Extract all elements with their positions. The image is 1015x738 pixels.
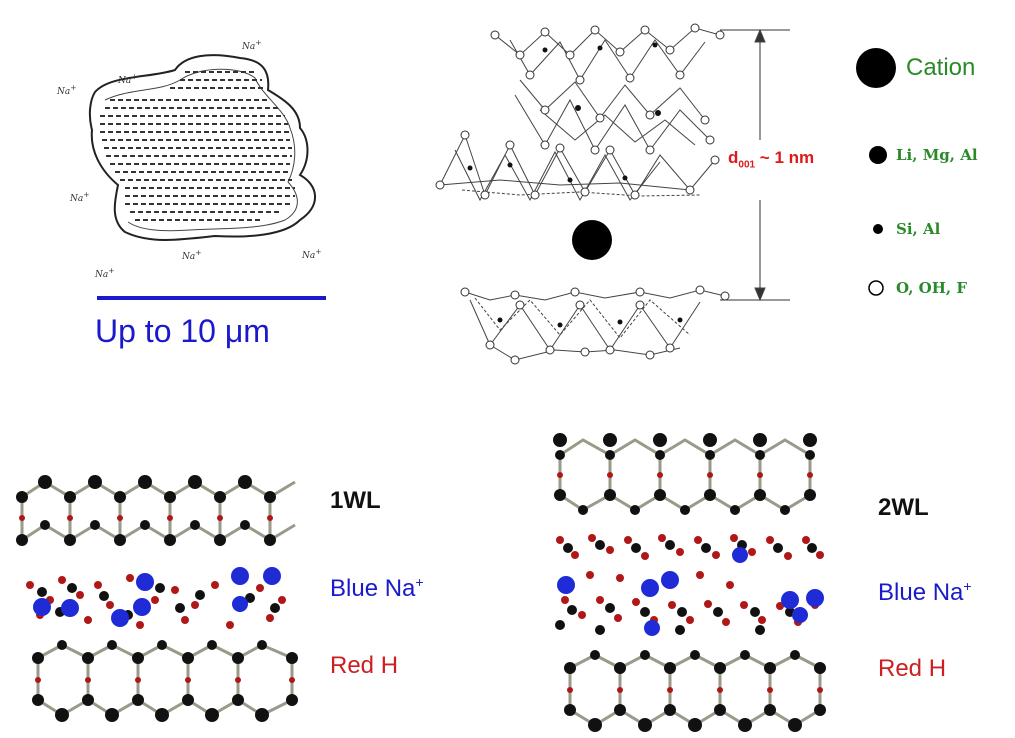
na-ion-label: Na+ [242, 38, 262, 52]
legend-anion-symbol [868, 280, 884, 296]
legend-octahedral-symbol [869, 146, 887, 164]
na-ion-label: Na+ [95, 266, 115, 280]
panel-1wl-title: 1WL [330, 487, 381, 514]
na-ion-label: Na+ [70, 190, 90, 204]
legend-anion-label: O, OH, F [896, 279, 967, 297]
panel-2wl-title: 2WL [878, 494, 929, 521]
legend-tetrahedral-label: Si, Al [896, 220, 941, 238]
na-ion-label: Na+ [302, 247, 322, 261]
anion-atoms [435, 23, 730, 365]
interlayer-cation [572, 220, 612, 260]
cation-dots [467, 42, 683, 328]
na-ion-label: Na+ [182, 248, 202, 262]
panel-2wl-na-label: Blue Na+ [878, 578, 972, 606]
legend-cation-symbol [856, 48, 896, 88]
legend-octahedral-label: Li, Mg, Al [896, 146, 978, 164]
panel-1wl-na-label: Blue Na+ [330, 574, 424, 602]
model-1wl [16, 475, 298, 722]
clay-particle-drawing [88, 54, 316, 241]
interlayer-spacing-label: d001 ~ 1 nm [728, 148, 815, 171]
legend-tetrahedral-symbol [873, 224, 883, 234]
model-2wl [553, 433, 826, 732]
na-ion-label: Na+ [118, 72, 138, 86]
na-ion-label: Na+ [57, 83, 77, 97]
legend-cation-label: Cation [906, 54, 976, 81]
layer-structure-drawing [439, 27, 790, 361]
scale-label: Up to 10 μm [95, 313, 270, 349]
panel-2wl-h-label: Red H [878, 655, 947, 682]
panel-1wl-h-label: Red H [330, 652, 399, 679]
